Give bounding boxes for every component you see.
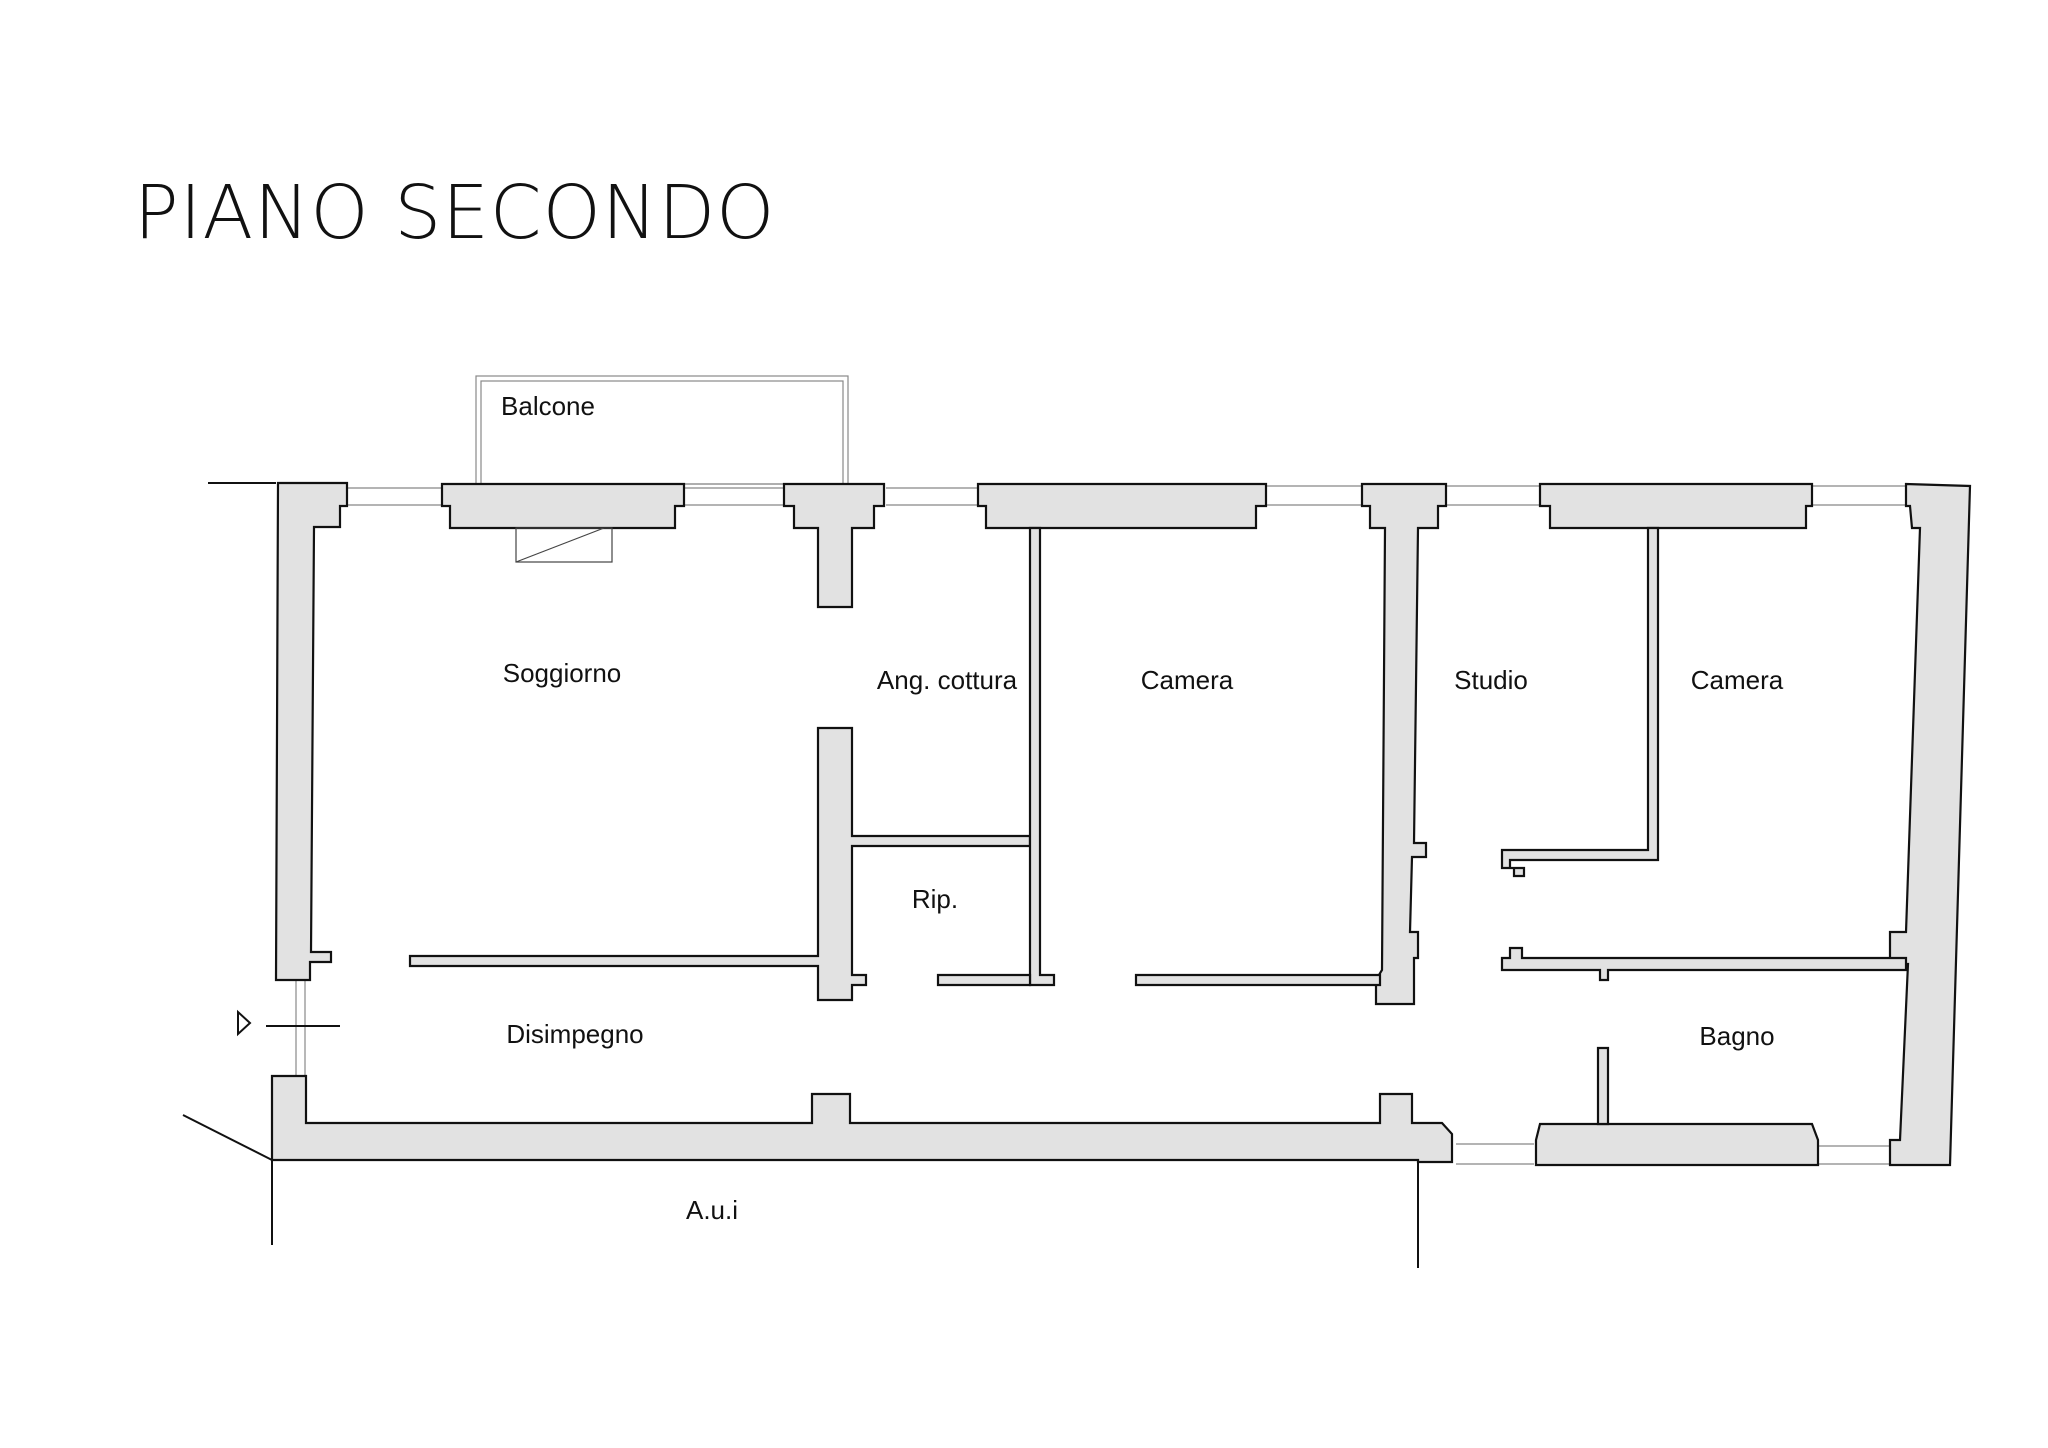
room-label-studio: Studio <box>1454 665 1528 695</box>
wall-north-east <box>1538 482 1814 530</box>
room-label-soggiorno: Soggiorno <box>502 658 622 688</box>
room-label-aui: A.u.i <box>685 1195 739 1225</box>
wall-east <box>1888 482 1972 1167</box>
wall-rip-west <box>408 726 1032 1002</box>
wall-pillar-kitchen <box>782 482 886 609</box>
entrance-arrow-icon <box>237 1009 252 1037</box>
room-label-angolo-cottura: Ang. cottura <box>876 665 1018 695</box>
room-label-balcone: Balcone <box>501 391 595 421</box>
wall-studio-partition <box>1360 482 1448 1006</box>
wall-kitchen-east <box>1028 526 1056 987</box>
wall-bagno-north <box>1500 946 1908 982</box>
wall-bagno-south <box>1534 1122 1820 1167</box>
room-label-bagno: Bagno <box>1699 1021 1775 1051</box>
room-label-disimpegno: Disimpegno <box>506 1019 644 1049</box>
room-label-camera-1: Camera <box>1140 665 1234 695</box>
wall-camera2-partition <box>1500 526 1660 878</box>
wall-north-camera <box>976 482 1268 530</box>
windows <box>295 485 1906 1165</box>
wall-camera-south <box>1134 973 1382 987</box>
wall-rip-south <box>936 973 1032 987</box>
walls <box>270 481 1972 1167</box>
plan-title: PIANO SECONDO <box>134 170 776 256</box>
wall-north-1 <box>440 482 686 530</box>
room-label-camera-2: Camera <box>1690 665 1784 695</box>
exterior-lines <box>182 482 1419 1268</box>
room-label-ripostiglio: Rip. <box>911 884 959 914</box>
door-swings <box>237 527 613 1037</box>
wall-west-lower <box>270 1074 1454 1164</box>
wall-bagno-stub <box>1596 1046 1610 1126</box>
wall-west-upper <box>274 481 349 982</box>
